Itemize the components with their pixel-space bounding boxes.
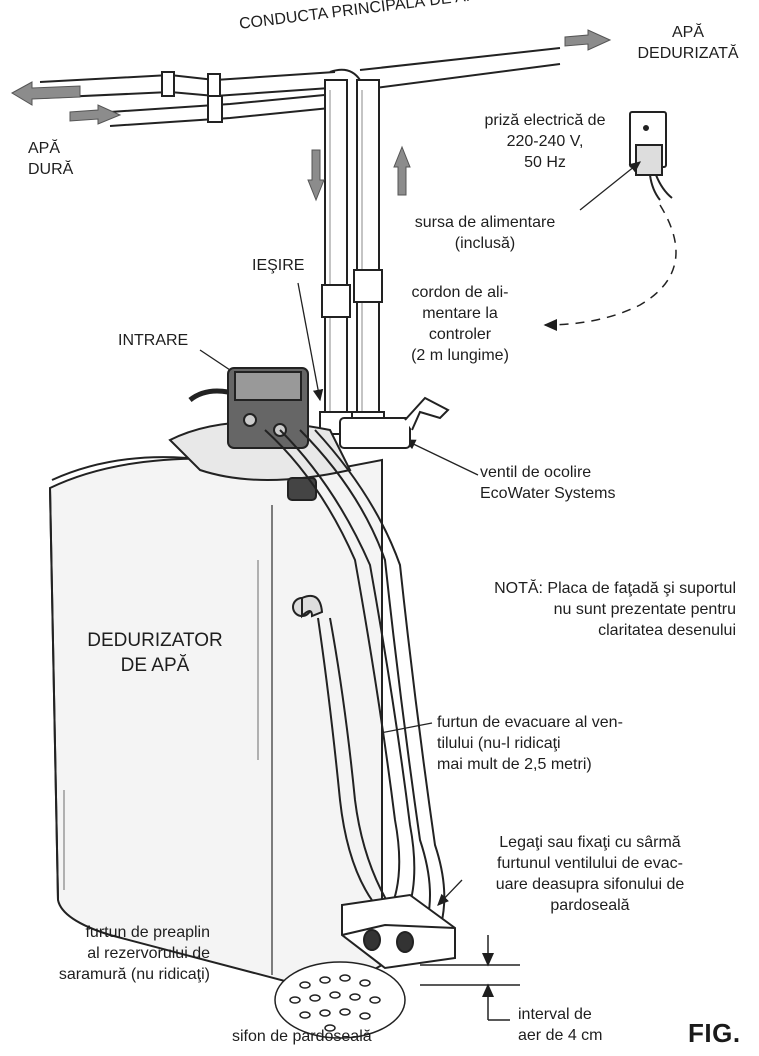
electrical-outlet xyxy=(629,111,673,201)
outlet-socket-line-1: priză electrică de xyxy=(484,112,606,129)
brine-hose-line-3: saramură (nu ridicaţi) xyxy=(58,966,210,983)
drain-hose-line-2: tilului (nu-l ridicaţi xyxy=(437,735,561,752)
floor-drain-label: sifon de pardoseală xyxy=(232,1028,372,1045)
drain-hose-label: furtun de evacuare al ven- tilului (nu-l… xyxy=(437,712,623,775)
power-cord-line-4: (2 m lungime) xyxy=(411,347,509,364)
bypass-valve xyxy=(339,396,450,449)
main-water-pipe xyxy=(39,47,561,127)
drain-hoses xyxy=(264,429,446,949)
power-supply-line-2: (inclusă) xyxy=(454,235,516,252)
note-line-2: nu sunt prezentate pentru xyxy=(553,601,736,618)
drain-hose-line-1: furtun de evacuare al ven- xyxy=(437,714,623,731)
drain-hose-line-3: mai mult de 2,5 metri) xyxy=(437,756,592,773)
bypass-valve-label: ventil de ocolire EcoWater Systems xyxy=(480,462,615,504)
air-gap-marker xyxy=(420,935,520,1021)
power-supply-line-1: sursa de alimentare xyxy=(414,214,556,231)
outlet-socket-line-3: 50 Hz xyxy=(524,154,566,171)
power-cord-dashed xyxy=(543,204,677,331)
tie-instruction-label: Legaţi sau fixaţi cu sârmă furtunul vent… xyxy=(462,832,718,916)
softener-line-2: DE APĂ xyxy=(120,655,190,676)
hard-water-line-2: DURĂ xyxy=(28,161,74,178)
air-gap-line-2: aer de 4 cm xyxy=(518,1027,603,1044)
softener-line-1: DEDURIZATOR xyxy=(87,630,223,651)
figure-label: FIG. xyxy=(688,1018,741,1048)
power-cord-line-3: controler xyxy=(428,326,492,343)
outlet-label: IEŞIRE xyxy=(252,257,305,274)
flow-arrows xyxy=(10,29,612,202)
tie-instruction-line-1: Legaţi sau fixaţi cu sârmă xyxy=(499,834,681,851)
bypass-valve-line-1: ventil de ocolire xyxy=(480,464,592,481)
soft-water-line-1: APĂ xyxy=(671,24,704,41)
tie-instruction-line-2: furtunul ventilului de evac- xyxy=(497,855,683,872)
brine-elbow xyxy=(292,594,324,619)
drain-block xyxy=(341,893,456,970)
note-line-1: NOTĂ: Placa de faţadă şi suportul xyxy=(494,580,736,597)
soft-water-label: APĂ DEDURIZATĂ xyxy=(618,22,758,64)
power-cord-line-1: cordon de ali- xyxy=(411,284,509,301)
inlet-label: INTRARE xyxy=(118,332,189,349)
power-supply-label: sursa de alimentare (inclusă) xyxy=(400,212,570,254)
brine-hose-line-2: al rezervorului de xyxy=(87,945,210,962)
note-label: NOTĂ: Placa de faţadă şi suportul nu sun… xyxy=(418,578,736,641)
note-line-3: claritatea desenului xyxy=(598,622,736,639)
soft-water-line-2: DEDURIZATĂ xyxy=(637,45,739,62)
vertical-pipes xyxy=(319,79,385,435)
floor-drain xyxy=(274,961,406,1039)
outlet-socket-line-2: 220-240 V, xyxy=(506,133,584,150)
brine-hose-label: furtun de preaplin al rezervorului de sa… xyxy=(20,922,210,985)
tie-instruction-line-4: pardoseală xyxy=(550,897,630,914)
air-gap-label: interval de aer de 4 cm xyxy=(518,1004,602,1046)
power-cord-label: cordon de ali- mentare la controler (2 m… xyxy=(395,282,525,366)
power-cord-line-2: mentare la xyxy=(422,305,498,322)
outlet-socket-label: priză electrică de 220-240 V, 50 Hz xyxy=(470,110,620,173)
softener-label: DEDURIZATOR DE APĂ xyxy=(70,628,240,678)
air-gap-line-1: interval de xyxy=(518,1006,592,1023)
tie-instruction-line-3: uare deasupra sifonului de xyxy=(495,876,685,893)
brine-hose-line-1: furtun de preaplin xyxy=(85,924,210,941)
hard-water-line-1: APĂ xyxy=(28,140,61,157)
bypass-valve-line-2: EcoWater Systems xyxy=(480,485,616,502)
hard-water-label: APĂ DURĂ xyxy=(28,138,73,180)
